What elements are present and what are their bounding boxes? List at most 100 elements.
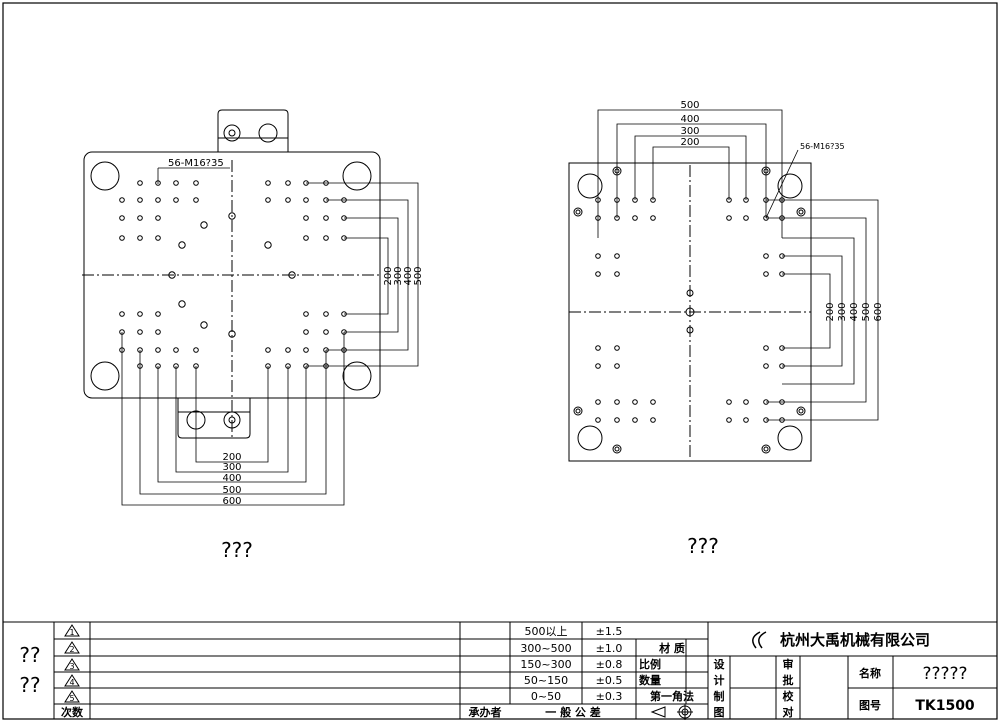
bolt-hole — [155, 215, 161, 221]
right-dim-v-400: 400 — [849, 302, 860, 321]
bolt-hole — [595, 399, 601, 405]
tol-value-4: ±0.5 — [596, 674, 623, 687]
tol-value-5: ±0.3 — [596, 690, 623, 703]
bolt-hole — [323, 235, 329, 241]
left-dim-h-600: 600 — [222, 496, 241, 507]
bolt-hole — [323, 329, 329, 335]
bolt-hole — [303, 197, 309, 203]
review-label-2: 批 — [783, 673, 794, 687]
drafting-label-2: 图 — [714, 706, 725, 719]
bolt-hole — [303, 311, 309, 317]
company-name: 杭州大禹机械有限公司 — [780, 631, 930, 649]
left-dim-h-400: 400 — [222, 473, 241, 484]
bolt-hole — [595, 417, 601, 423]
right-dim-v-600: 600 — [873, 302, 884, 321]
revision-1: 1 — [69, 628, 74, 637]
title-block — [3, 621, 997, 720]
scale-label: 比例 — [639, 657, 661, 671]
bolt-hole — [155, 197, 161, 203]
bolt-hole — [632, 215, 638, 221]
tol-range-1: 500以上 — [525, 625, 568, 638]
tol-value-3: ±0.8 — [596, 658, 623, 671]
material-label: 材 质 — [659, 641, 685, 655]
bolt-hole — [743, 417, 749, 423]
bolt-hole — [614, 271, 620, 277]
bolt-hole — [173, 347, 179, 353]
drafting-label: 制 — [714, 689, 725, 703]
left-dim-v-400: 400 — [403, 266, 414, 285]
right-view-caption: ??? — [687, 534, 719, 558]
bolt-hole — [614, 363, 620, 369]
right-dim-top-500: 500 — [680, 100, 699, 111]
bolt-hole — [285, 347, 291, 353]
name-value: ????? — [922, 664, 967, 684]
right-hole-callout: 56-M16?35 — [800, 142, 845, 151]
right-top-dim-labels: 500 400 300 200 — [680, 100, 699, 148]
left-horizontal-dim-labels: 200 300 400 500 600 — [222, 452, 241, 507]
bolt-hole — [614, 253, 620, 259]
tol-range-4: 50~150 — [524, 674, 568, 687]
bolt-hole — [595, 253, 601, 259]
bolt-hole — [285, 180, 291, 186]
bolt-hole — [193, 197, 199, 203]
revision-3: 3 — [69, 662, 74, 671]
bolt-hole — [173, 197, 179, 203]
bolt-hole — [265, 347, 271, 353]
left-dim-v-500: 500 — [413, 266, 424, 285]
name-label: 名称 — [859, 666, 881, 680]
right-dim-top-400: 400 — [680, 114, 699, 125]
bolt-hole — [119, 215, 125, 221]
bolt-hole — [726, 215, 732, 221]
bolt-hole — [137, 180, 143, 186]
bolt-hole — [595, 271, 601, 277]
left-dim-v-200: 200 — [383, 266, 394, 285]
tol-range-5: 0~50 — [531, 690, 561, 703]
general-tolerance-label: 一 般 公 差 — [545, 705, 601, 719]
bolt-hole — [303, 347, 309, 353]
guide-hole — [288, 271, 296, 279]
bolt-hole — [650, 399, 656, 405]
bolt-hole — [303, 235, 309, 241]
quantity-label: 数量 — [639, 673, 661, 687]
bolt-hole — [726, 399, 732, 405]
bolt-hole — [743, 215, 749, 221]
bolt-hole — [632, 399, 638, 405]
right-vertical-dim-labels: 200 300 400 500 600 — [825, 302, 884, 321]
bolt-hole — [323, 311, 329, 317]
right-platen-view — [568, 109, 879, 462]
bolt-hole — [632, 417, 638, 423]
bolt-hole — [119, 235, 125, 241]
bolt-hole — [743, 399, 749, 405]
revision-4: 4 — [69, 678, 74, 687]
design-label-2: 计 — [714, 673, 725, 687]
bolt-hole — [285, 197, 291, 203]
left-dim-h-200: 200 — [222, 452, 241, 463]
right-dim-v-500: 500 — [861, 302, 872, 321]
bolt-hole — [303, 329, 309, 335]
bolt-hole — [650, 215, 656, 221]
bolt-hole — [193, 347, 199, 353]
bolt-hole — [119, 311, 125, 317]
bolt-hole — [650, 417, 656, 423]
bolt-hole — [155, 235, 161, 241]
left-platen-view — [82, 109, 419, 506]
bolt-hole — [137, 329, 143, 335]
bolt-hole — [595, 363, 601, 369]
tol-range-3: 150~300 — [520, 658, 571, 671]
bolt-hole — [726, 417, 732, 423]
design-label: 设 — [714, 657, 726, 671]
bolt-hole — [137, 311, 143, 317]
tol-value-2: ±1.0 — [596, 642, 623, 655]
bolt-hole — [193, 180, 199, 186]
revision-2: 2 — [69, 645, 74, 654]
title-block-text: ?? ?? 1 2 3 4 5 次数 承办者 500以上 300~500 150… — [19, 625, 975, 719]
bolt-hole — [137, 197, 143, 203]
bolt-hole — [763, 271, 769, 277]
right-dim-v-300: 300 — [837, 302, 848, 321]
left-view-caption: ??? — [221, 538, 253, 562]
guide-hole — [200, 221, 208, 229]
left-mark-2: ?? — [19, 673, 40, 697]
bolt-hole — [137, 235, 143, 241]
